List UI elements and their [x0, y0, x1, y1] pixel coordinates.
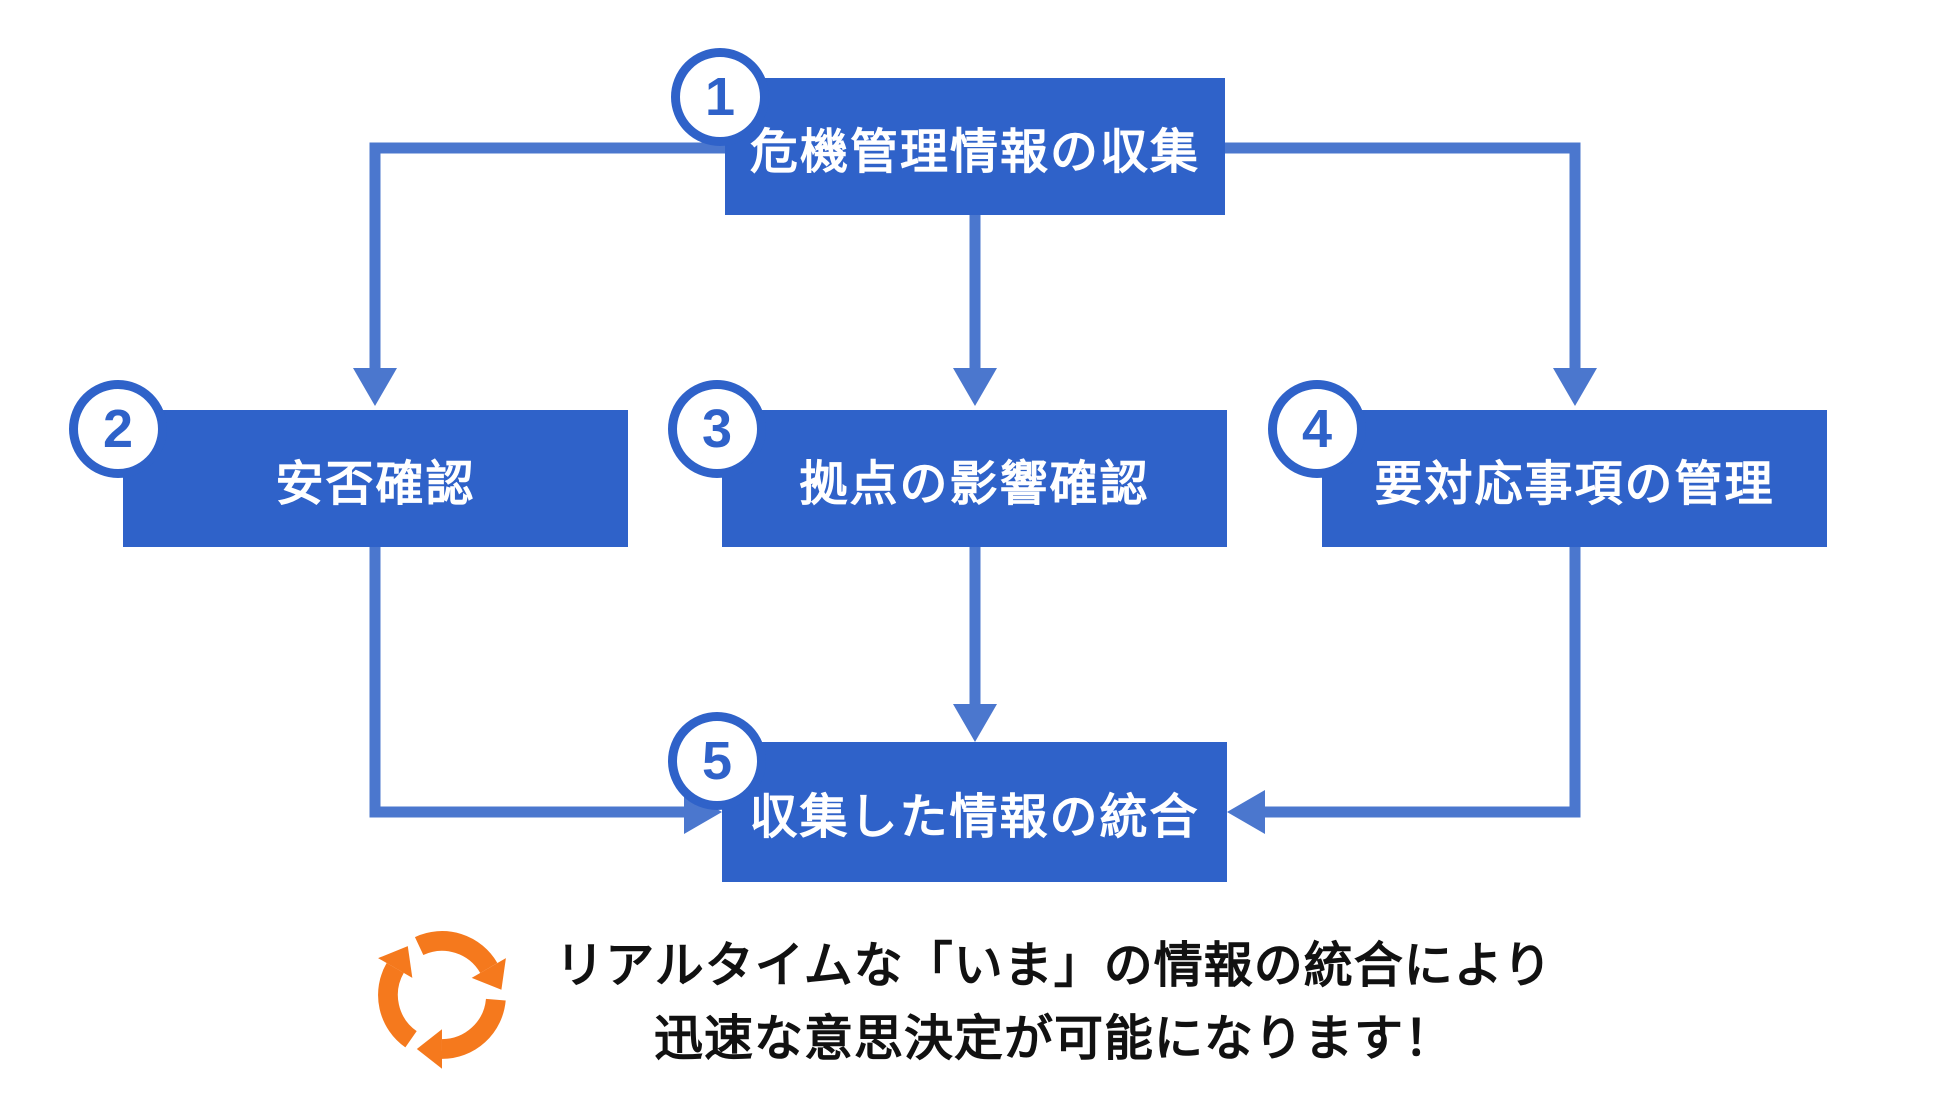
step-number-5: 5: [701, 731, 733, 791]
flow-box-info-collection: 1 危機管理情報の収集: [671, 48, 1225, 215]
step-number-3: 3: [701, 399, 733, 459]
arrowhead-3-to-5: [953, 704, 997, 742]
arrowhead-1-to-2: [353, 368, 397, 406]
arrowhead-1-to-4: [1553, 368, 1597, 406]
step-badge-2: 2: [69, 380, 167, 478]
step-number-2: 2: [102, 399, 134, 459]
step-number-1: 1: [704, 67, 736, 127]
step-badge-3: 3: [668, 380, 766, 478]
flow-box-label-5: 収集した情報の統合: [749, 791, 1200, 844]
cycle-arrows-icon: [352, 905, 532, 1085]
connector-1-to-4: [1225, 142, 1581, 370]
flow-box-label-3: 拠点の影響確認: [799, 457, 1150, 511]
flow-box-info-integration: 5 収集した情報の統合: [668, 712, 1227, 882]
flow-box-label-4: 要対応事項の管理: [1374, 457, 1775, 511]
flow-box-site-impact: 3 拠点の影響確認: [668, 380, 1227, 547]
flow-box-label-1: 危機管理情報の収集: [749, 125, 1200, 179]
step-badge-4: 4: [1268, 380, 1366, 478]
flow-box-action-items: 4 要対応事項の管理: [1268, 380, 1827, 547]
connector-2-to-5: [369, 546, 686, 818]
connector-4-to-5: [1264, 546, 1581, 818]
step-badge-1: 1: [671, 48, 769, 146]
step-badge-5: 5: [668, 712, 766, 810]
connector-1-to-2: [369, 142, 725, 370]
caption-line-2: 迅速な意思決定が可能になります！: [653, 1011, 1454, 1066]
step-number-4: 4: [1301, 399, 1333, 459]
flow-box-safety-check: 2 安否確認: [69, 380, 628, 547]
arrowhead-1-to-3: [953, 368, 997, 406]
arrowhead-4-to-5: [1227, 790, 1265, 834]
flow-box-label-2: 安否確認: [275, 457, 476, 511]
caption-line-1: リアルタイムな「いま」の情報の統合により: [555, 939, 1553, 993]
caption: リアルタイムな「いま」の情報の統合により 迅速な意思決定が可能になります！: [554, 930, 1554, 1075]
